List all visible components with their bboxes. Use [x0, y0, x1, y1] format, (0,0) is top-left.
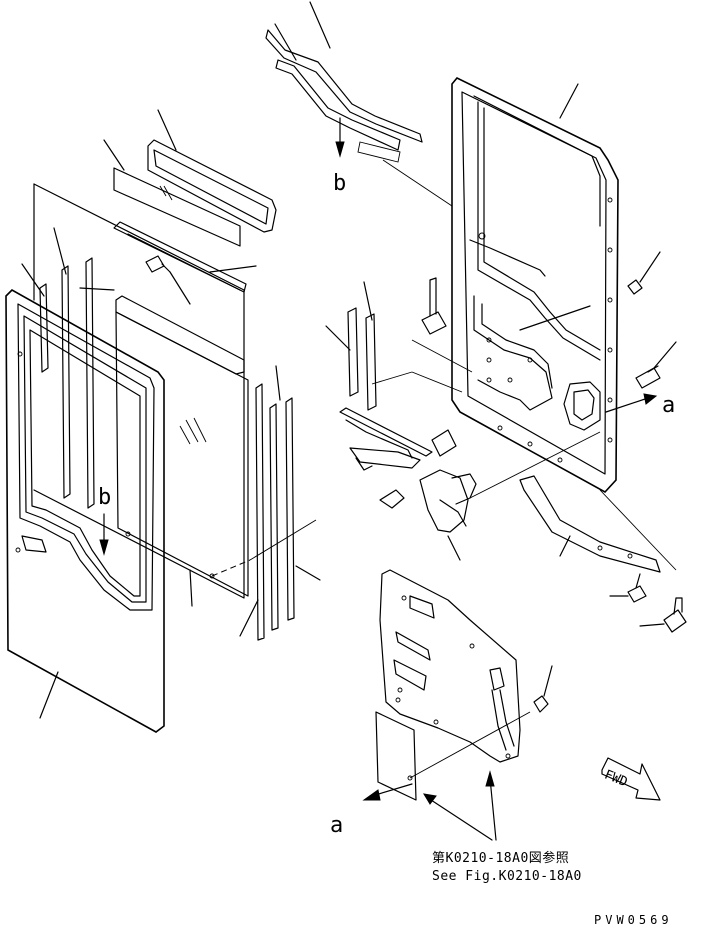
ref-label-a-bottom: a [330, 813, 343, 838]
ref-label-b-top: b [333, 171, 346, 196]
screw-upper-left [145, 255, 191, 305]
upper-glass-seal [147, 109, 277, 233]
vertical-strips-right [239, 365, 321, 641]
screw-lower [609, 573, 647, 603]
weatherstrip-top [265, 1, 423, 163]
leader-frame-top [382, 159, 453, 207]
drawing-code: PVW0569 [594, 913, 673, 927]
reference-note-en: See Fig.K0210-18A0 [432, 869, 582, 884]
bolt-center [411, 277, 473, 373]
ref-label-b-left: b [98, 485, 111, 510]
main-glass-panel [33, 183, 245, 599]
sheet-seal [375, 711, 531, 801]
arrow-b-left: b [98, 485, 111, 556]
note-leaders [423, 770, 497, 841]
guide-rail-lower [519, 475, 677, 573]
bolt-right [635, 341, 677, 389]
outer-door-panel [5, 289, 165, 733]
arrow-a-right: a [605, 393, 675, 418]
door-trim-panel [379, 569, 521, 763]
upper-glass-panel [103, 139, 241, 247]
reference-note-jp: 第K0210-18A0図参照 [432, 850, 569, 866]
window-regulator [339, 407, 601, 561]
door-frame [451, 77, 619, 494]
rubber-stopper [627, 251, 661, 295]
glass-run-channel-center [325, 281, 463, 411]
ref-label-a-right: a [662, 393, 675, 418]
vertical-strips-left [21, 227, 115, 509]
guide-strip-upper [113, 221, 257, 293]
fwd-label: FWD [602, 768, 630, 791]
arrow-a-bottom: a [330, 783, 413, 838]
bolt-lower [639, 597, 687, 633]
sliding-glass [115, 295, 317, 607]
arrow-b-top: b [333, 117, 346, 196]
fwd-direction-marker: FWD [601, 757, 661, 801]
clip-right [533, 665, 553, 713]
